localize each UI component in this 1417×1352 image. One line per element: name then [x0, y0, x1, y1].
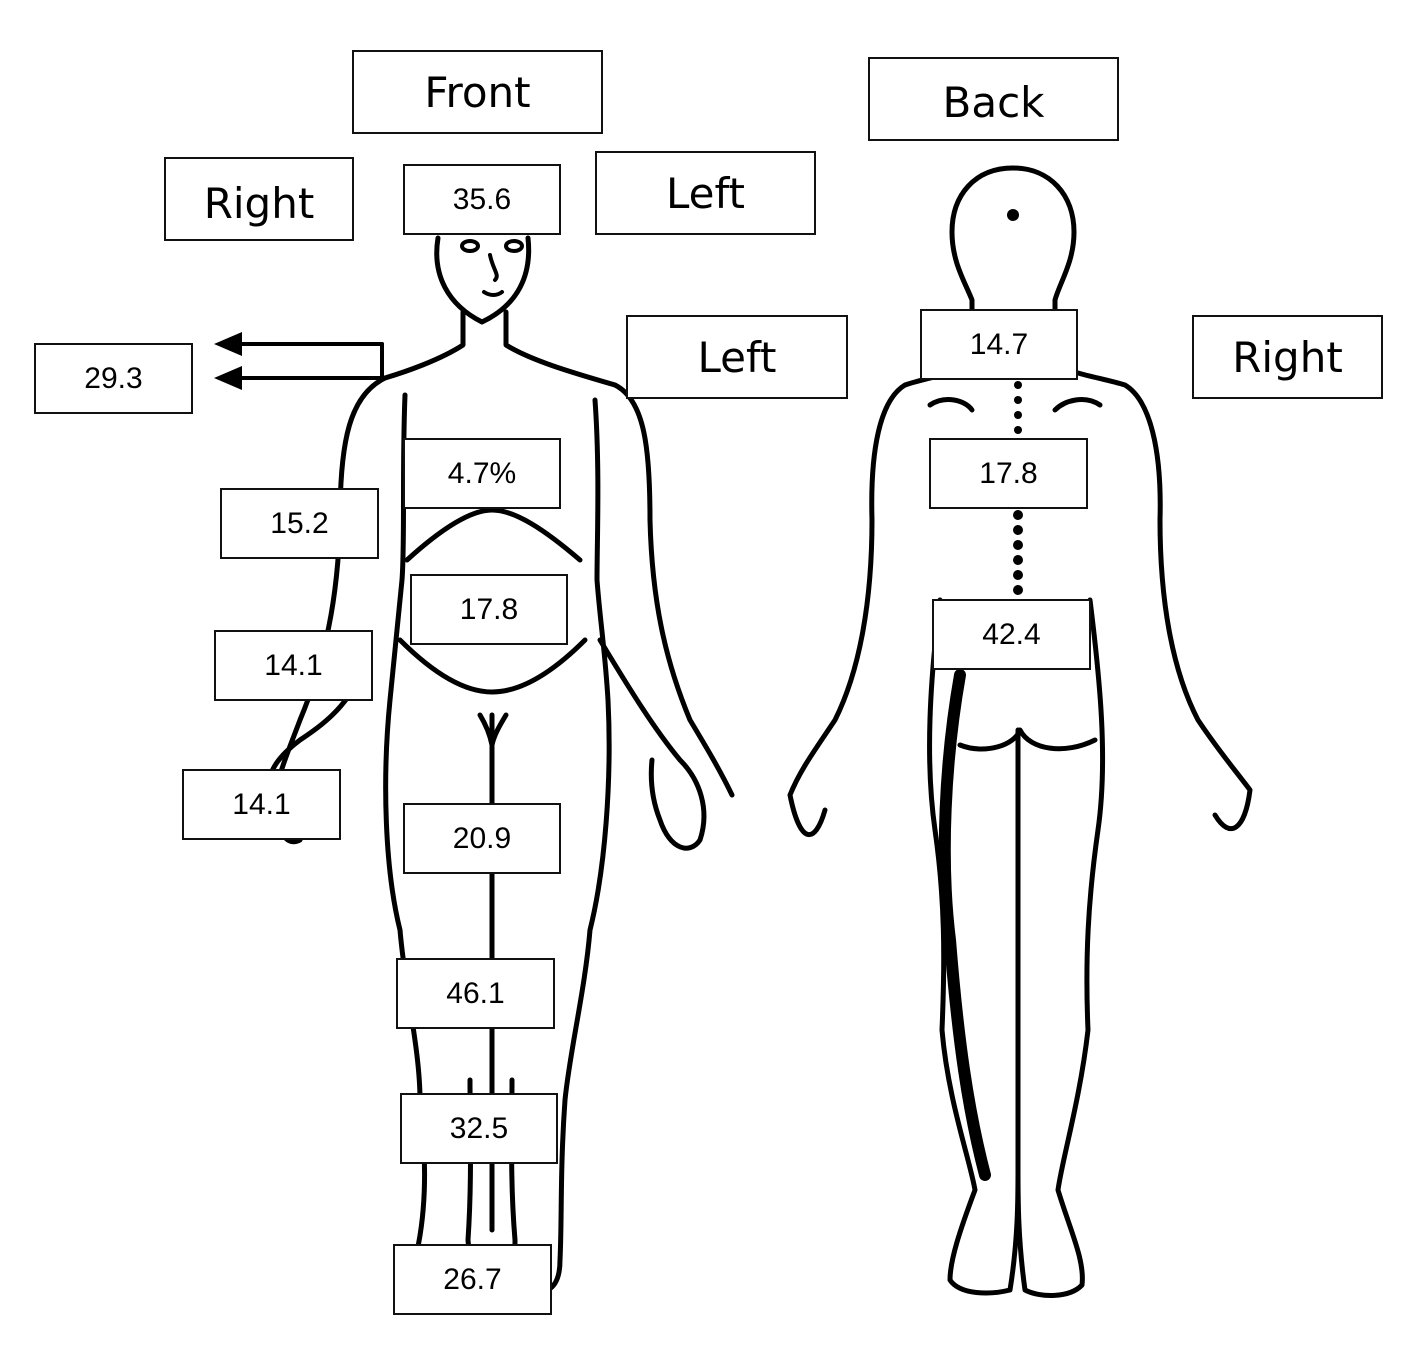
- value-lower-back: 42.4: [932, 599, 1091, 670]
- shoulder-arrows: [228, 344, 382, 378]
- value-shoulders: 29.3: [34, 343, 193, 414]
- value-lower-leg: 32.5: [400, 1093, 558, 1164]
- front-face: [462, 241, 522, 295]
- value-chest: 4.7%: [403, 438, 561, 509]
- value-upper-arm: 15.2: [220, 488, 379, 559]
- value-forearm: 14.1: [214, 630, 373, 701]
- value-hand: 14.1: [182, 769, 341, 840]
- arrowhead-lower: [214, 366, 242, 390]
- front-left-side-label: Left: [595, 151, 816, 235]
- arrowhead-upper: [214, 332, 242, 356]
- spine-dots: [1007, 209, 1023, 595]
- front-right-side-label: Right: [164, 157, 354, 241]
- value-thigh: 20.9: [403, 803, 561, 874]
- value-knee: 46.1: [396, 958, 555, 1029]
- value-abdomen: 17.8: [410, 574, 568, 645]
- value-neck: 14.7: [920, 309, 1078, 380]
- back-right-side-label: Right: [1192, 315, 1383, 399]
- front-left-shoulder-label: Left: [626, 315, 848, 399]
- front-view-title: Front: [352, 50, 603, 134]
- value-head: 35.6: [403, 164, 561, 235]
- arrowheads: [214, 332, 242, 390]
- back-view-title: Back: [868, 57, 1119, 141]
- value-foot: 26.7: [393, 1244, 552, 1315]
- value-upper-back: 17.8: [929, 438, 1088, 509]
